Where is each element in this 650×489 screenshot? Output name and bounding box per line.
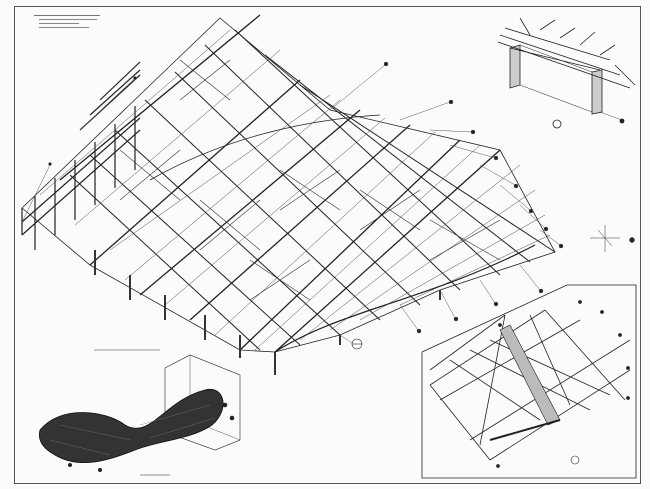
note-line-4 — [39, 27, 89, 28]
detail-1-wall-right — [591, 69, 603, 115]
note-line-3 — [39, 23, 79, 24]
detail-bottom-right — [421, 284, 637, 479]
detail-2-callouts — [496, 300, 631, 469]
curved-inner-edge — [149, 114, 381, 181]
main-roof-structure — [21, 14, 556, 375]
detail-2-frame — [421, 284, 637, 479]
transverse-trusses — [69, 29, 556, 351]
detail-1-wall-left — [509, 44, 521, 89]
sheet-border — [14, 6, 641, 484]
cross-bracing — [119, 59, 501, 301]
curved-edge — [274, 244, 536, 353]
note-line-2 — [39, 19, 97, 20]
primary-beams — [59, 14, 501, 353]
roof-outline — [21, 17, 556, 353]
detail-2-marker — [570, 455, 580, 465]
columns — [94, 250, 441, 375]
left-frame — [21, 61, 141, 250]
general-notes — [34, 13, 114, 35]
plan-model — [38, 354, 241, 476]
detail-1-marker — [552, 119, 562, 129]
north-arrow — [590, 225, 635, 252]
note-line-1 — [34, 15, 100, 16]
plan-shape — [38, 388, 224, 463]
section-marker — [351, 338, 363, 350]
detail-2-beam — [499, 324, 561, 426]
detail-top-right-drawing — [497, 17, 636, 129]
